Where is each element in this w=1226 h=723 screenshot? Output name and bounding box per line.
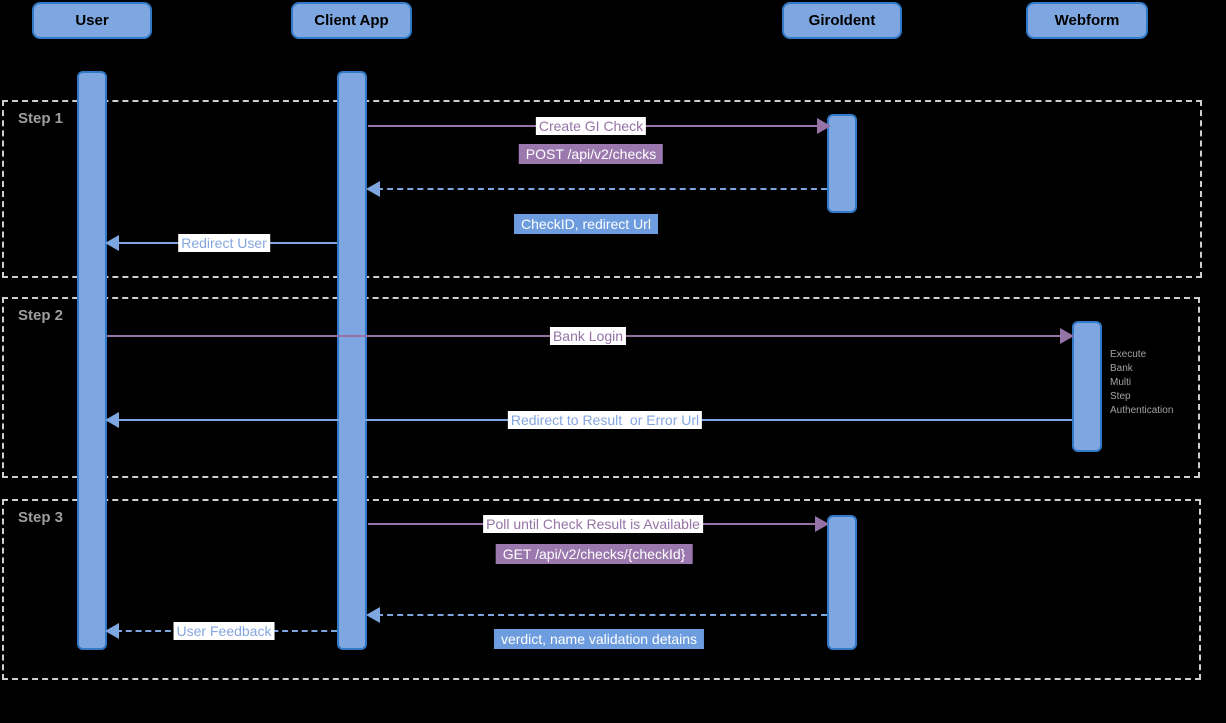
label-poll-check: Poll until Check Result is Available bbox=[483, 515, 703, 533]
badge-checkid-return: CheckID, redirect Url bbox=[514, 214, 658, 234]
label-redirect-user: Redirect User bbox=[178, 234, 270, 252]
badge-get-endpoint: GET /api/v2/checks/{checkId} bbox=[495, 544, 693, 564]
step3-label: Step 3 bbox=[18, 509, 64, 526]
activation-bar-giroident-step1 bbox=[827, 114, 857, 213]
arrowhead-left-icon bbox=[105, 623, 119, 639]
label-bank-login: Bank Login bbox=[549, 327, 627, 345]
actor-box-giroident: GiroIdent bbox=[782, 2, 902, 39]
arrowhead-right-icon bbox=[817, 118, 831, 134]
activation-bar-webform-step2 bbox=[1072, 321, 1102, 452]
arrowhead-left-icon bbox=[105, 235, 119, 251]
arrowhead-left-icon bbox=[366, 181, 380, 197]
lifeline-bar-client-app bbox=[337, 71, 367, 650]
webform-note-line: Step bbox=[1110, 391, 1131, 402]
label-create-gi-check: Create GI Check bbox=[535, 117, 647, 135]
badge-post-endpoint: POST /api/v2/checks bbox=[518, 144, 664, 164]
arrowhead-right-icon bbox=[1060, 328, 1074, 344]
actor-box-client-app: Client App bbox=[291, 2, 412, 39]
label-redirect-result: Redirect to Result or Error Url bbox=[507, 411, 703, 429]
actor-box-webform: Webform bbox=[1026, 2, 1148, 39]
step2-label: Step 2 bbox=[18, 307, 64, 324]
webform-auth-note: Execute Bank Multi Step Authentication bbox=[1110, 348, 1173, 418]
webform-note-line: Bank bbox=[1110, 363, 1133, 374]
step3-frame: Step 3 bbox=[2, 499, 1201, 680]
step2-frame: Step 2 bbox=[2, 297, 1200, 478]
webform-note-line: Authentication bbox=[1110, 405, 1174, 416]
arrow-shaft bbox=[377, 614, 827, 616]
step1-frame: Step 1 bbox=[2, 100, 1202, 278]
arrowhead-left-icon bbox=[366, 607, 380, 623]
arrowhead-right-icon bbox=[815, 516, 829, 532]
arrow-shaft bbox=[377, 188, 827, 190]
arrowhead-left-icon bbox=[105, 412, 119, 428]
label-user-feedback: User Feedback bbox=[173, 622, 275, 640]
webform-note-line: Execute bbox=[1110, 349, 1147, 360]
badge-verdict-return: verdict, name validation detains bbox=[493, 629, 705, 649]
activation-bar-giroident-step3 bbox=[827, 515, 857, 650]
actor-box-user: User bbox=[32, 2, 152, 39]
lifeline-bar-user bbox=[77, 71, 107, 650]
step1-label: Step 1 bbox=[18, 110, 64, 127]
webform-note-line: Multi bbox=[1110, 377, 1132, 388]
